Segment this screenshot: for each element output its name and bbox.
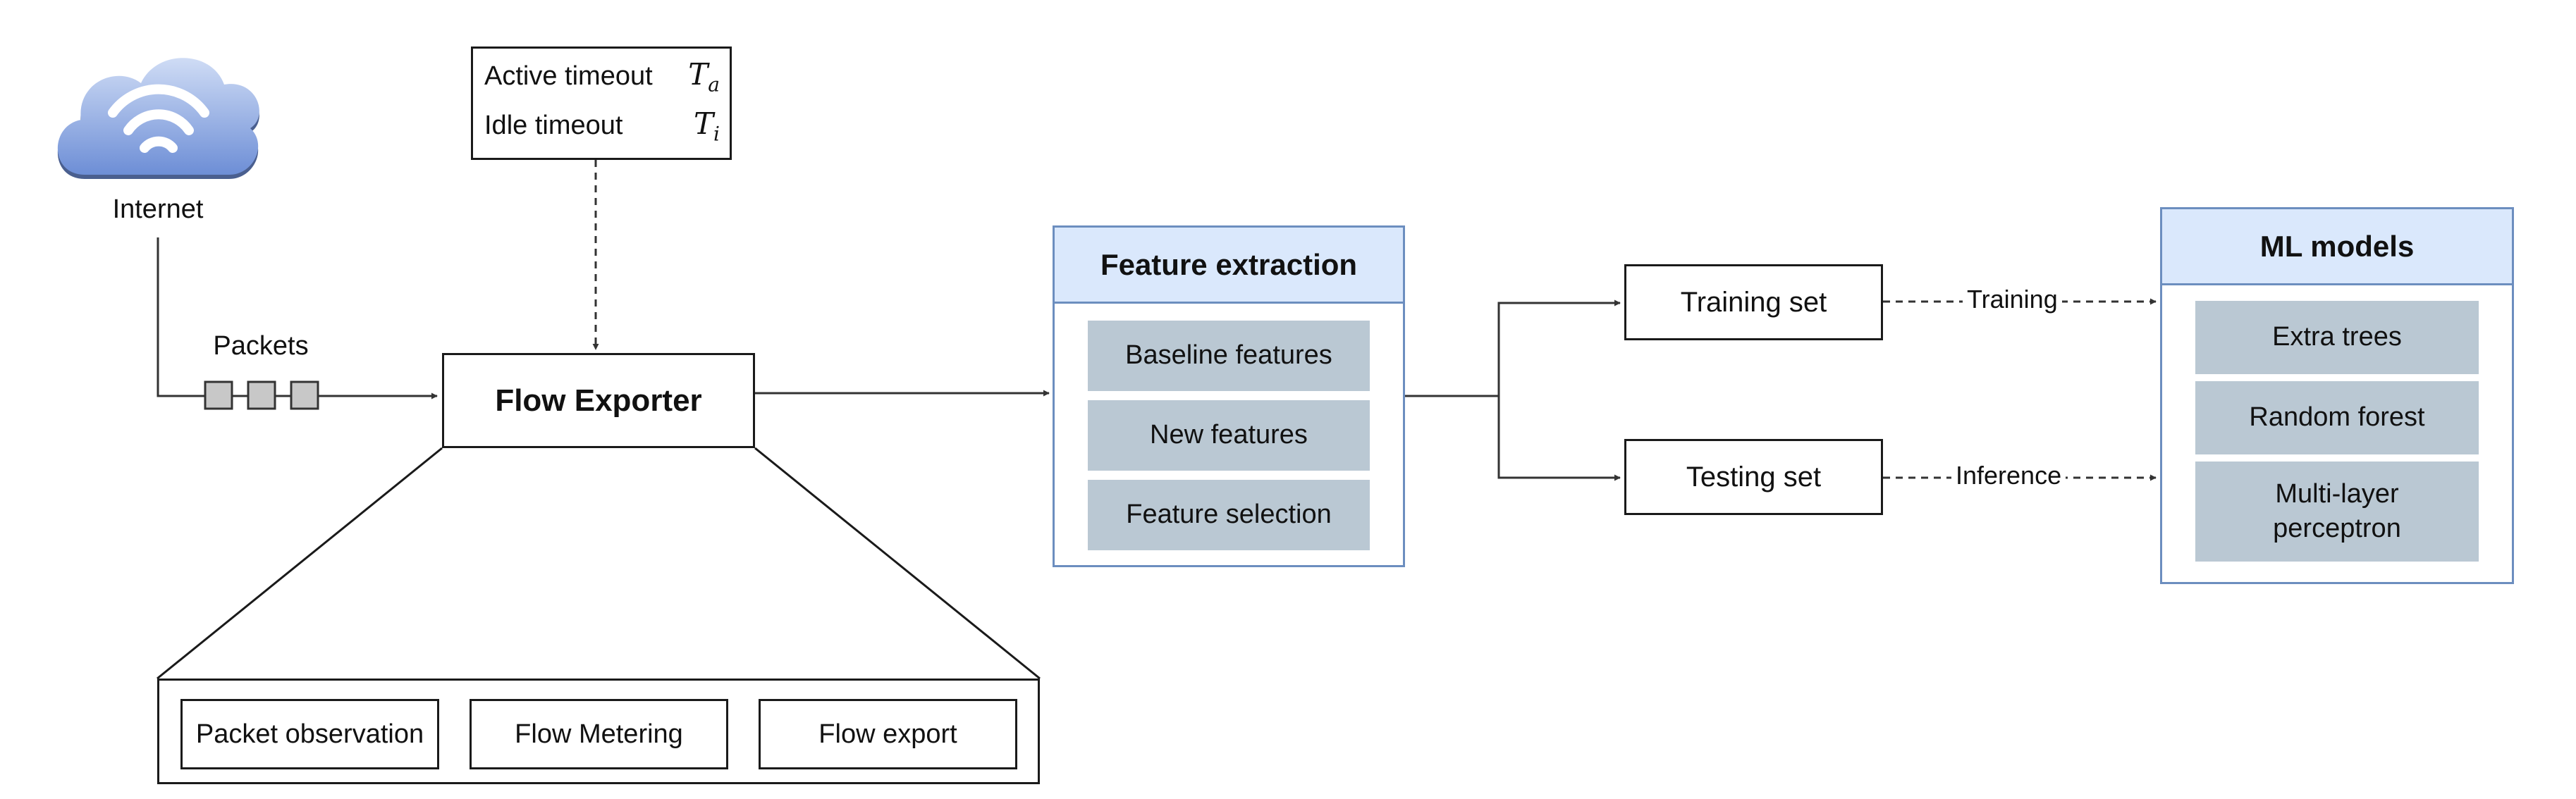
packet-observation-box: Packet observation	[180, 699, 439, 769]
flow-metering-box: Flow Metering	[470, 699, 728, 769]
packets-label: Packets	[213, 330, 309, 361]
internet-label: Internet	[112, 194, 204, 224]
idle-timeout-label: Idle timeout	[484, 111, 623, 140]
ml-models-panel: ML models Extra trees Random forest Mult…	[2160, 207, 2514, 584]
active-timeout-label: Active timeout	[484, 61, 653, 91]
feature-extraction-title: Feature extraction	[1055, 228, 1403, 304]
inference-edge-label: Inference	[1951, 461, 2066, 490]
zoom-line-right	[754, 447, 1041, 680]
features-to-testing-connector	[1497, 396, 1621, 481]
flow-export-box: Flow export	[759, 699, 1017, 769]
wifi-icon	[108, 84, 209, 153]
idle-timeout-symbol: Ti	[694, 106, 720, 146]
training-edge-label: Training	[1963, 285, 2062, 314]
ml-models-title: ML models	[2162, 209, 2512, 285]
multilayer-perceptron-item: Multi-layer perceptron	[2195, 462, 2479, 562]
internet-to-exporter-connector	[157, 237, 438, 400]
new-features-item: New features	[1088, 400, 1370, 471]
internet-cloud-icon	[57, 58, 259, 179]
training-set-box: Training set	[1624, 264, 1883, 340]
exporter-stages-container: Packet observation Flow Metering Flow ex…	[157, 679, 1040, 784]
feature-selection-item: Feature selection	[1088, 480, 1370, 550]
active-timeout-symbol: Ta	[688, 57, 720, 97]
flow-exporter-box: Flow Exporter	[442, 353, 755, 448]
features-to-training-connector	[1405, 299, 1621, 397]
timeout-config-box: Active timeout Ta Idle timeout Ti	[471, 47, 732, 160]
baseline-features-item: Baseline features	[1088, 321, 1370, 391]
zoom-line-left	[157, 447, 443, 680]
packet-square	[204, 380, 233, 410]
extra-trees-item: Extra trees	[2195, 301, 2479, 374]
feature-extraction-panel: Feature extraction Baseline features New…	[1053, 225, 1405, 567]
packet-square	[290, 380, 319, 410]
packet-square	[247, 380, 276, 410]
testing-set-box: Testing set	[1624, 439, 1883, 515]
random-forest-item: Random forest	[2195, 381, 2479, 454]
